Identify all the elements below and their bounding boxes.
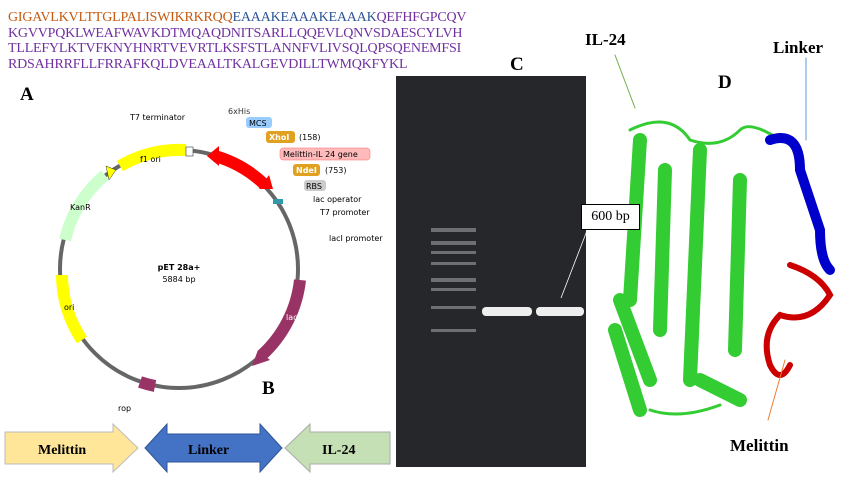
linker-arrow — [144, 422, 283, 474]
ndei-label: NdeI — [296, 166, 317, 175]
plasmid-map: T7 terminator 6xHis MCS XhoI (158) Melit… — [56, 107, 383, 413]
melittin-arrow — [4, 422, 139, 474]
f1-ori-feature — [116, 143, 187, 172]
pcr-band — [536, 307, 584, 316]
laci-promoter-label: lacI promoter — [329, 234, 383, 243]
band-size-label: 600 bp — [581, 204, 640, 230]
his-tag-label: 6xHis — [228, 107, 250, 116]
protein-structure — [608, 54, 835, 421]
kanr-feature — [59, 170, 109, 242]
protein-sequence: GIGAVLKVLTTGLPALISWIKRKRQQEAAAKEAAAKEAAA… — [8, 10, 467, 72]
t7-terminator-label: T7 terminator — [129, 113, 186, 122]
sequence-line: KGVVPQKLWEAFWAVKDTMQAQDNITSARLLQQEVLQNVS… — [8, 25, 463, 41]
f1-ori-label: f1 ori — [140, 155, 161, 164]
panel-label-b: B — [262, 378, 275, 399]
sequence-line: TLLEFYLKTVFKNYHNRTVEVRTLKSFSTLANNFVLIVSQ… — [8, 41, 462, 56]
construct-il24-label: IL-24 — [322, 443, 355, 458]
structure-linker-label: Linker — [773, 38, 824, 57]
plasmid-name: pET 28a+ — [158, 263, 201, 272]
agarose-gel-image — [396, 76, 586, 467]
ndei-position: (753) — [325, 166, 347, 175]
melittin-sequence: GIGAVLKVLTTGLPALISWIKRKRQQ — [8, 10, 233, 25]
panel-label-a: A — [20, 84, 34, 105]
kanr-label: KanR — [70, 203, 91, 212]
il24-arrow — [284, 422, 391, 474]
gene-feature — [213, 150, 270, 190]
gene-label: Melittin-IL 24 gene — [283, 150, 358, 159]
rop-feature — [138, 376, 157, 392]
ori-feature — [56, 274, 88, 344]
lac-operator-label: lac operator — [313, 195, 362, 204]
mcs-label: MCS — [249, 119, 267, 128]
panel-label-d: D — [718, 72, 732, 93]
ori-label: ori — [64, 303, 74, 312]
linker-sequence: EAAAKEAAAKEAAAK — [232, 10, 377, 25]
construct-linker-label: Linker — [188, 443, 229, 458]
ladder-bands — [431, 228, 476, 332]
sequence-line: RDSAHRRFLLFRRAFKQLDVEAALTKALGEVDILLTWMQK… — [8, 56, 408, 72]
t7-promoter-label: T7 promoter — [319, 208, 370, 217]
rop-label: rop — [118, 404, 131, 413]
structure-il24-label: IL-24 — [585, 30, 626, 49]
rbs-label: RBS — [306, 182, 322, 191]
plasmid-size: 5884 bp — [162, 275, 195, 284]
xhoi-label: XhoI — [269, 133, 289, 142]
structure-melittin-label: Melittin — [730, 436, 789, 455]
il24-sequence: QEFHFGPCQV — [376, 10, 467, 25]
pcr-band — [482, 307, 532, 316]
panel-label-c: C — [510, 54, 524, 75]
laci-feature — [257, 279, 306, 360]
construct-melittin-label: Melittin — [38, 443, 86, 458]
xhoi-position: (158) — [299, 133, 321, 142]
laci-label: lacI — [286, 313, 300, 322]
